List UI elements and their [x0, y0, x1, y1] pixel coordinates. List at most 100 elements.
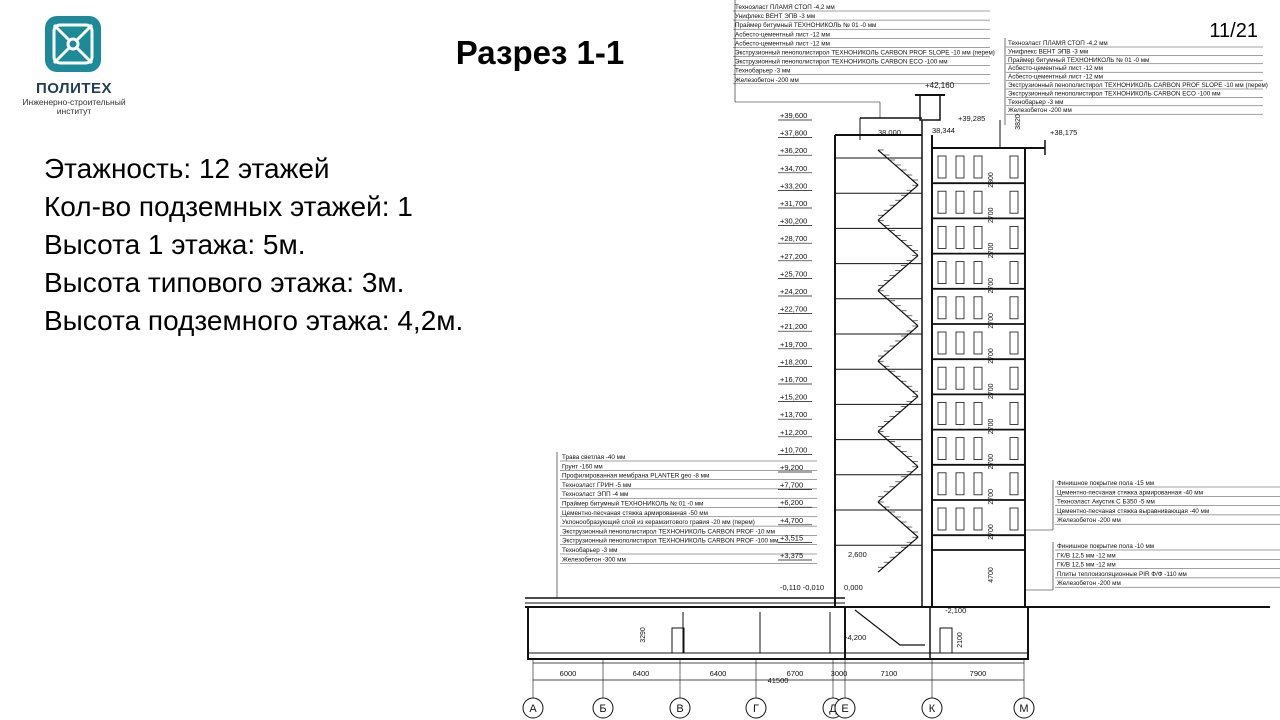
window-3-4: [1009, 261, 1019, 285]
axis-marker-5: [834, 697, 856, 719]
floor-height-0: 2800: [988, 172, 995, 188]
window-9-1: [955, 472, 965, 496]
logo-subtitle-line2: институт: [56, 106, 92, 116]
page-number: 11/21: [1209, 20, 1258, 42]
roof-layer-a-8: Железобетон -200 мм: [735, 76, 799, 84]
axis-label-7: М: [1019, 703, 1028, 715]
level-mark-16: +15,200: [780, 393, 807, 402]
floor-layer-b-2: ГК/В 12,5 мм -12 мм: [1057, 562, 1116, 569]
stair-flight-6: [877, 360, 919, 397]
fact-floors: Этажность: 12 этажей: [44, 153, 330, 184]
window-3-1: [955, 261, 965, 285]
basement-outline: [527, 606, 1029, 660]
axis-label-1: Б: [599, 703, 606, 715]
window-8-2: [973, 437, 983, 461]
window-1-2: [973, 190, 983, 214]
floor-height-8: 2700: [988, 454, 995, 470]
window-7-0: [937, 401, 947, 425]
floor-layer-a-4: Железобетон -200 мм: [1057, 516, 1121, 524]
floor-height-4: 2700: [988, 313, 995, 329]
level-mark-7: +28,700: [780, 234, 807, 243]
roof-layer-b-2: Праймер битумный ТЕХНОНИКОЛЬ № 01 -0 мм: [1008, 56, 1149, 64]
logo: ПОЛИТЕХ Инженерно-строительный институт: [22, 10, 126, 122]
window-4-0: [937, 296, 947, 320]
window-2-1: [955, 225, 965, 249]
roof-layer-b-5: Экструзионный пенополистирол ТЕХНОНИКОЛЬ…: [1008, 81, 1268, 89]
window-9-2: [973, 472, 983, 496]
floor-layer-a-2: Техноэласт Акустик С Б350 -5 мм: [1057, 499, 1155, 506]
green-roof-layer-5: Праймер битумный ТЕХНОНИКОЛЬ № 01 -0 мм: [562, 500, 703, 508]
fact-underground-floor-height: Высота подземного этажа: 4,2м.: [44, 305, 464, 336]
section-drawing: +39,600+37,800+36,200+34,700+33,200+31,7…: [522, 0, 1280, 719]
roof-layer-a-6: Экструзионный пенополистирол ТЕХНОНИКОЛЬ…: [735, 58, 948, 66]
green-roof-layer-0: Трава светлая -40 мм: [562, 454, 625, 461]
window-10-0: [937, 507, 947, 531]
building-facts: Этажность: 12 этажей Кол-во подземных эт…: [44, 150, 564, 340]
floor-layer-b-4: Железобетон -200 мм: [1057, 579, 1121, 587]
axis-label-2: В: [676, 703, 683, 715]
window-6-0: [937, 366, 947, 390]
span-dim-0: 6000: [560, 669, 577, 678]
green-roof-layer-11: Железобетон -300 мм: [562, 555, 626, 563]
window-0-4: [1009, 155, 1019, 179]
span-dim-2: 6400: [710, 669, 727, 678]
roof-layer-b-0: Техноэласт ПЛАМЯ СТОП -4,2 мм: [1008, 40, 1108, 47]
window-4-1: [955, 296, 965, 320]
stair-flight-3: [877, 255, 919, 292]
roof-layer-b-7: Технобарьер -3 мм: [1008, 98, 1064, 106]
axis-label-0: А: [529, 703, 537, 715]
window-4-2: [973, 296, 983, 320]
window-5-2: [973, 331, 983, 355]
level-roof-2: 38,344: [932, 126, 955, 135]
fact-underground-floors: Кол-во подземных этажей: 1: [44, 191, 413, 222]
floor-height-10: 2700: [988, 524, 995, 540]
window-7-1: [955, 401, 965, 425]
roof-layer-b-6: Экструзионный пенополистирол ТЕХНОНИКОЛЬ…: [1008, 89, 1221, 97]
stair-flight-11: [877, 536, 919, 573]
level-mark-22: +6,200: [780, 498, 803, 507]
axis-label-4: Д: [829, 703, 837, 715]
floor-height-2: 2700: [988, 243, 995, 259]
axis-marker-0: [522, 697, 544, 719]
window-4-4: [1009, 296, 1019, 320]
level-mark-3: +34,700: [780, 164, 807, 173]
floor-layer-a-3: Цементно-песчаная стяжка выравнивающая -…: [1057, 508, 1209, 515]
window-8-0: [937, 437, 947, 461]
logo-subtitle: Инженерно-строительный институт: [22, 98, 126, 116]
level-top: +42,160: [925, 81, 955, 90]
fact-first-floor-height: Высота 1 этажа: 5м.: [44, 229, 306, 260]
window-0-2: [973, 155, 983, 179]
floor-height-1: 2700: [988, 207, 995, 223]
first-floor-height: 4700: [988, 567, 995, 583]
window-0-1: [955, 155, 965, 179]
total-dim: 41500: [768, 676, 789, 685]
window-0-0: [937, 155, 947, 179]
level-mark-25: +3,375: [780, 551, 803, 560]
level-mark-23: +4,700: [780, 516, 803, 525]
window-1-4: [1009, 190, 1019, 214]
level-mark-5: +31,700: [780, 199, 807, 208]
span-dim-4: 3000: [831, 669, 848, 678]
floor-height-6: 2700: [988, 383, 995, 399]
level-basement-2: -4,200: [845, 633, 866, 642]
window-8-4: [1009, 437, 1019, 461]
roof-layer-a-7: Технобарьер -3 мм: [735, 67, 791, 75]
roof-dim: 3820: [1015, 114, 1022, 130]
level-mark-14: +18,200: [780, 357, 807, 366]
window-6-2: [973, 366, 983, 390]
level-ground: -0,110 -0,010: [780, 583, 824, 592]
level-mark-13: +19,700: [780, 340, 807, 349]
stair-flight-0: [877, 149, 919, 186]
level-mark-24: +3,515: [780, 533, 803, 542]
window-1-0: [937, 190, 947, 214]
basement-door-2: [939, 627, 953, 654]
stair-flight-7: [877, 395, 919, 432]
level-zero: 0,000: [844, 583, 863, 592]
roof-layer-a-5: Экструзионный пенополистирол ТЕХНОНИКОЛЬ…: [735, 49, 995, 57]
basement-door: [671, 627, 685, 654]
level-mark-0: +39,600: [780, 111, 807, 120]
roof-layer-b-8: Железобетон -200 мм: [1008, 106, 1072, 114]
window-9-4: [1009, 472, 1019, 496]
green-roof-layer-3: Техноэласт ГРИН -5 мм: [562, 482, 631, 489]
window-2-0: [937, 225, 947, 249]
